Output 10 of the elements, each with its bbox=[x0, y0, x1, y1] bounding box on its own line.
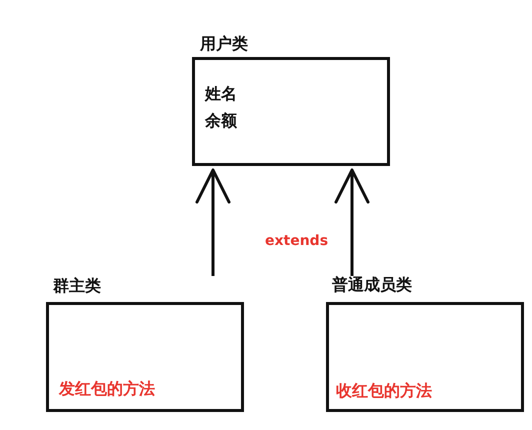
relation-label: extends bbox=[265, 233, 328, 249]
class-name: 普通成员类 bbox=[332, 276, 412, 294]
field-name: 姓名 bbox=[205, 85, 237, 103]
arrow bbox=[334, 168, 370, 276]
class-name: 群主类 bbox=[53, 277, 101, 295]
field-name: 余额 bbox=[205, 112, 237, 130]
arrow bbox=[196, 168, 230, 276]
class-name: 用户类 bbox=[200, 35, 248, 53]
method-name: 收红包的方法 bbox=[336, 382, 432, 400]
method-name: 发红包的方法 bbox=[59, 380, 155, 398]
